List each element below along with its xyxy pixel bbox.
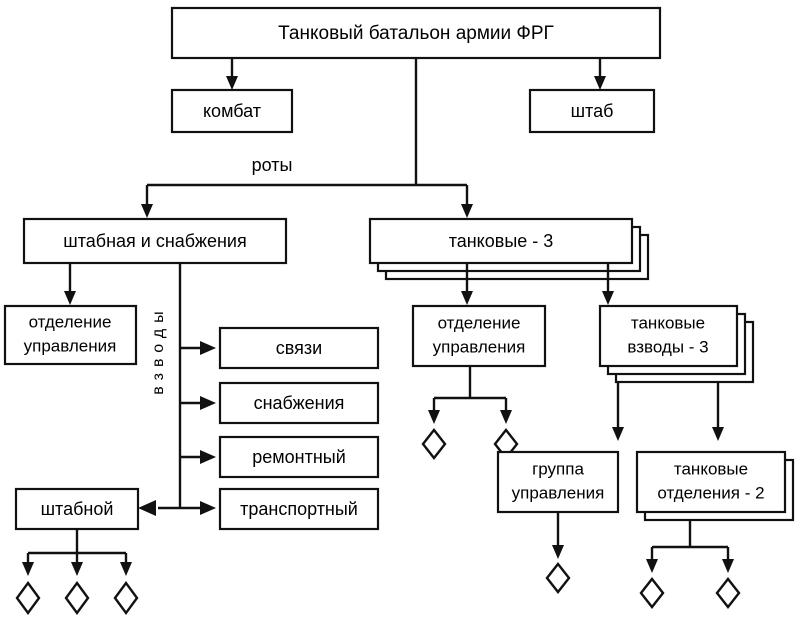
node-platoon-repair-label: ремонтный	[252, 447, 346, 467]
arrowhead-hq-squad-left	[64, 291, 76, 305]
node-platoon-supply-label: снабжения	[254, 393, 345, 413]
node-hq-squad-mid-box	[411, 304, 547, 368]
arrowhead-hq-supply-company	[141, 204, 153, 218]
node-tank-companies-box	[368, 217, 634, 265]
arrowhead-hqsquadmid-d1	[428, 410, 440, 424]
arrowhead-platoon-repair	[200, 450, 216, 464]
diamond-staff-platoon-1	[15, 580, 41, 616]
node-tank-platoons-label-line2: взводы - 3	[627, 337, 708, 356]
arrowhead-staff-platoon-d3	[120, 562, 132, 576]
diamond-staff-platoon-3	[113, 580, 139, 616]
node-battalion-label: Танковый батальон армии ФРГ	[278, 23, 554, 44]
arrowhead-staff	[594, 76, 606, 90]
arrowhead-platoon-staff	[138, 500, 156, 516]
arrowhead-staff-platoon-d1	[22, 562, 34, 576]
node-platoon-transport-label: транспортный	[240, 499, 358, 519]
arrowhead-platoon-supply	[200, 396, 216, 410]
diamond-tank-squads-1	[639, 577, 665, 609]
node-staff-label: штаб	[571, 101, 614, 121]
arrowhead-tank-companies	[461, 204, 473, 218]
node-platoon-supply-box	[218, 381, 380, 425]
arrowhead-hq-squad-mid	[461, 291, 473, 305]
arrowhead-tank-platoons	[602, 291, 614, 305]
diamond-staff-platoon-2	[64, 580, 90, 616]
arrowhead-tanksquads-d2	[722, 559, 734, 573]
node-hq-squad-left-label-line2: управления	[24, 336, 117, 355]
node-platoon-signals-box	[218, 326, 380, 370]
arrowhead-control-group	[612, 427, 624, 441]
node-tank-companies-label: танковые - 3	[449, 231, 554, 251]
node-platoon-transport-box	[218, 487, 380, 531]
node-hq-squad-left-box	[3, 304, 138, 366]
node-platoon-staff-box	[14, 487, 140, 531]
node-hq-supply-company-label: штабная и снабжения	[63, 231, 246, 251]
label-companies: роты	[252, 155, 293, 175]
arrowhead-hqsquadmid-d2	[500, 410, 512, 424]
node-hq-squad-left-label-line1: отделение	[29, 312, 112, 331]
node-tank-squads-label-line2: отделения - 2	[657, 483, 764, 502]
node-hq-squad-mid-label-line1: отделение	[438, 313, 521, 332]
diamond-hq-squad-mid-1	[421, 428, 447, 460]
node-commander-label: комбат	[203, 101, 261, 121]
node-tank-squads-label-line1: танковые	[674, 459, 748, 478]
arrowhead-commander	[226, 76, 238, 90]
node-control-group-label-line1: группа	[532, 459, 584, 478]
node-tank-platoons-label-line1: танковые	[631, 313, 705, 332]
node-hq-supply-company-box	[22, 217, 288, 265]
node-battalion-box	[170, 6, 662, 60]
arrowhead-controlgroup-d1	[552, 545, 564, 559]
arrowhead-platoon-signals	[200, 341, 216, 355]
arrowhead-tanksquads-d1	[646, 559, 658, 573]
diamond-tank-squads-2	[715, 577, 741, 609]
arrowhead-platoon-transport	[200, 501, 216, 515]
node-platoon-staff-label: штабной	[41, 499, 114, 519]
node-platoon-repair-box	[218, 435, 380, 479]
node-tank-squads-box	[635, 450, 787, 514]
diamond-control-group-1	[545, 562, 571, 594]
node-platoon-signals-label: связи	[276, 338, 322, 358]
node-control-group-label-line2: управления	[512, 483, 605, 502]
label-platoons-vertical: взводы	[150, 305, 167, 394]
node-staff-box	[528, 88, 656, 134]
node-commander-box	[170, 88, 294, 134]
arrowhead-staff-platoon-d2	[71, 562, 83, 576]
arrowhead-tank-squads	[712, 427, 724, 441]
node-tank-platoons-box	[598, 304, 739, 368]
node-hq-squad-mid-label-line2: управления	[433, 337, 526, 356]
node-control-group-box	[496, 450, 620, 514]
